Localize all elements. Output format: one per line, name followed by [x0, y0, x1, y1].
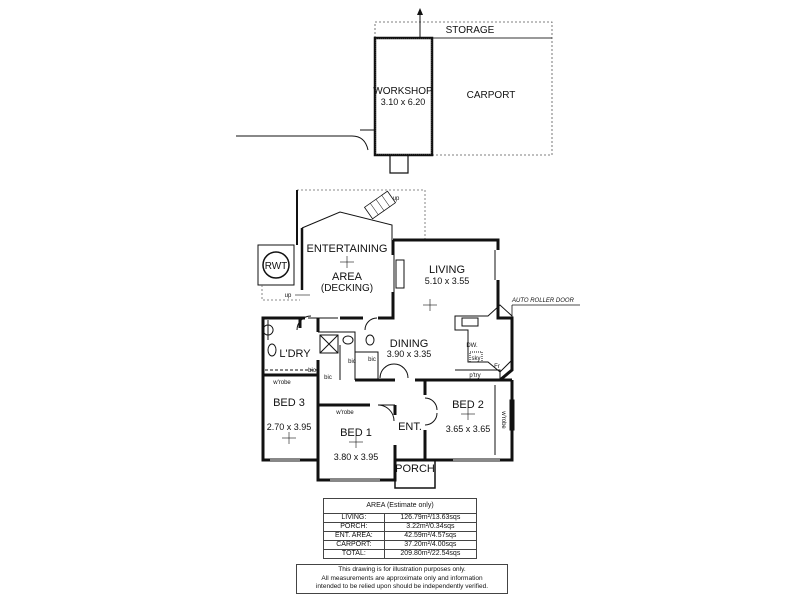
table-row: TOTAL:209.80m²/22.54sqs: [323, 549, 478, 559]
area-table-title: AREA (Estimate only): [323, 498, 477, 514]
bed1-size: 3.80 x 3.95: [334, 452, 379, 462]
deck: up RWT up ENTERTAINING AREA (DECKING): [257, 189, 426, 301]
skylight-label: sky: [472, 356, 481, 362]
disclaimer-line: All measurements are approximate only an…: [321, 574, 483, 582]
disclaimer-line: This drawing is for illustration purpose…: [338, 566, 466, 573]
bed2-size: 3.65 x 3.65: [446, 424, 491, 434]
entertaining-label-2: AREA: [332, 271, 363, 283]
workshop-walls: [373, 36, 434, 157]
bed2-label: BED 2: [452, 399, 484, 411]
outbuilding: STORAGE WORKSHOP 3.10 x 6.20 CARPORT: [236, 8, 553, 174]
ceiling-fan-icons: [282, 299, 475, 448]
entertaining-label-3: (DECKING): [321, 283, 373, 294]
wrobe-label: w'robe: [335, 410, 354, 416]
bed3-size: 2.70 x 3.95: [267, 422, 312, 432]
carport-label: CARPORT: [467, 90, 516, 101]
disclaimer: This drawing is for illustration purpose…: [296, 564, 508, 594]
dishwasher-label: DW.: [466, 343, 478, 349]
up-label-steps: up: [393, 196, 400, 202]
row-label: LIVING:: [323, 513, 385, 523]
living-size: 5.10 x 3.55: [425, 276, 470, 286]
bic-label: bic: [348, 359, 356, 365]
workshop-size: 3.10 x 6.20: [381, 97, 426, 107]
bic-label: bic: [324, 375, 332, 381]
laundry-label: L'DRY: [279, 348, 311, 360]
fridge-label: Fr: [494, 364, 500, 370]
bed3-label: BED 3: [273, 397, 305, 409]
workshop-label: WORKSHOP: [373, 86, 433, 97]
wrobe-label: w'robe: [272, 380, 291, 386]
workshop-door: [389, 155, 409, 174]
storage-label: STORAGE: [446, 25, 495, 36]
table-row: CARPORT:37.20m²/4.00sqs: [323, 540, 478, 550]
row-value: 209.80m²/22.54sqs: [383, 549, 478, 559]
rwt-label: RWT: [265, 261, 288, 272]
table-row: PORCH:3.22m²/0.34sqs: [323, 522, 478, 532]
steps: [363, 190, 397, 220]
dining-size: 3.90 x 3.35: [387, 349, 432, 359]
up-label-deck: up: [285, 293, 292, 299]
porch-label: PORCH: [395, 463, 435, 475]
bed1-label: BED 1: [340, 427, 372, 439]
row-value: 37.20m²/4.00sqs: [383, 540, 478, 550]
row-value: 126.79m²/13.63sqs: [383, 513, 478, 523]
table-row: LIVING:126.79m²/13.63sqs: [323, 513, 478, 523]
living-label: LIVING: [429, 264, 465, 276]
row-label: ENT. AREA:: [323, 531, 385, 541]
area-table: AREA (Estimate only) LIVING:126.79m²/13.…: [323, 498, 478, 559]
bic-label: bic: [308, 368, 316, 374]
bic-label: bic: [368, 357, 376, 363]
rainwater-tank: [262, 251, 290, 279]
table-row: ENT. AREA:42.59m²/4.57sqs: [323, 531, 478, 541]
entertaining-label: ENTERTAINING: [307, 243, 388, 255]
row-label: PORCH:: [323, 522, 385, 532]
auto-roller-door-label: AUTO ROLLER DOOR: [511, 298, 575, 304]
dining-label: DINING: [390, 338, 429, 350]
row-value: 3.22m²/0.34sqs: [383, 522, 478, 532]
ceiling-fan-icon: [340, 256, 354, 268]
row-value: 42.59m²/4.57sqs: [383, 531, 478, 541]
disclaimer-line: intended to be relied upon should be ind…: [315, 583, 489, 590]
interior-details: [262, 250, 515, 489]
row-label: CARPORT:: [323, 540, 385, 550]
pantry-label: p'try: [469, 373, 480, 379]
wrobe-label: w'robe: [500, 410, 506, 429]
entry-label: ENT.: [398, 421, 422, 433]
row-label: TOTAL:: [323, 549, 385, 559]
